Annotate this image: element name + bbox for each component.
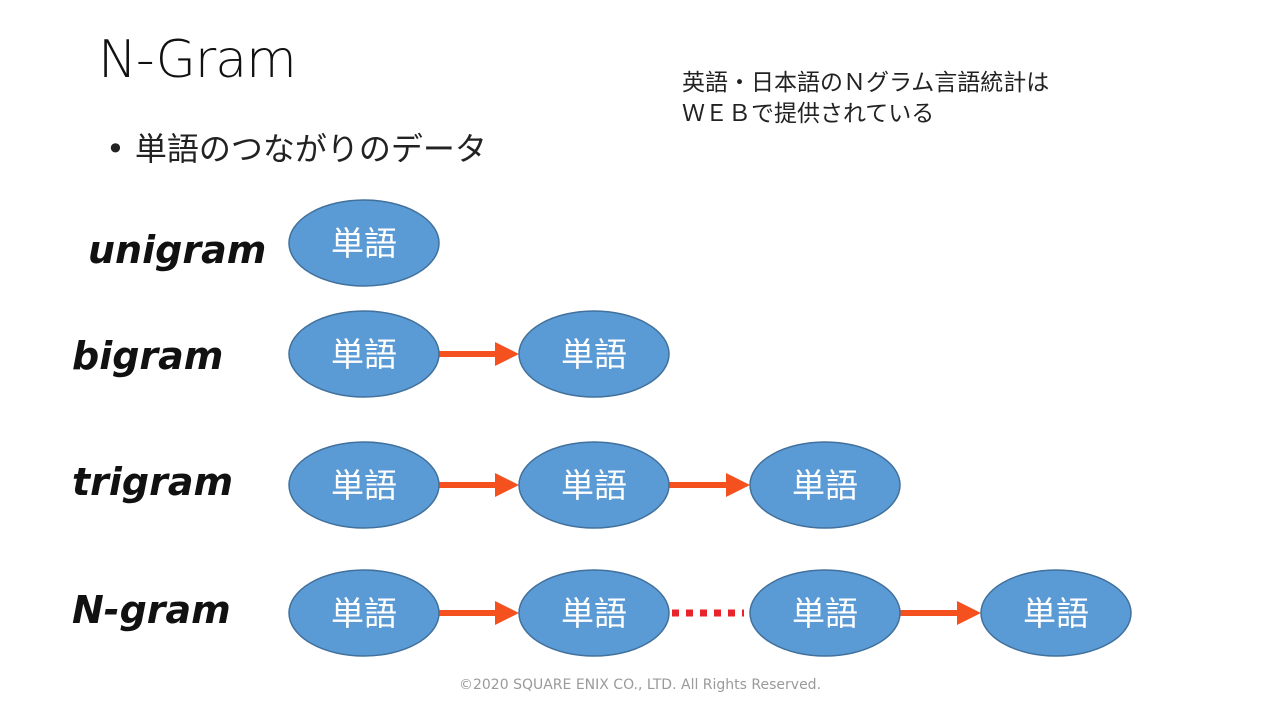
row-label-trigram: trigram <box>72 460 234 504</box>
word-node-label: 単語 <box>331 594 397 633</box>
word-node: 単語 <box>749 569 901 657</box>
word-node: 単語 <box>749 441 901 529</box>
arrow-head-icon <box>495 342 519 366</box>
word-node-shape <box>288 569 440 657</box>
word-node-label: 単語 <box>561 466 627 505</box>
word-node-shape <box>518 310 670 398</box>
word-node-shape <box>749 441 901 529</box>
word-node: 単語 <box>288 441 440 529</box>
word-node-shape <box>518 569 670 657</box>
word-node: 単語 <box>518 441 670 529</box>
word-node-label: 単語 <box>561 594 627 633</box>
word-node-shape <box>288 441 440 529</box>
arrow-head-icon <box>726 473 750 497</box>
word-node-label: 単語 <box>331 335 397 374</box>
row-label-bigram: bigram <box>72 334 224 378</box>
word-node: 単語 <box>288 569 440 657</box>
word-node-label: 単語 <box>561 335 627 374</box>
note-line-1: 英語・日本語のＮグラム言語統計は <box>682 70 1050 96</box>
note-text: 英語・日本語のＮグラム言語統計は ＷＥＢで提供されている <box>682 68 1049 130</box>
word-node-shape <box>288 310 440 398</box>
bullet-icon: • <box>106 130 125 168</box>
word-node-label: 単語 <box>331 466 397 505</box>
arrow-head-icon <box>495 473 519 497</box>
copyright-footer: ©2020 SQUARE ENIX CO., LTD. All Rights R… <box>458 677 822 693</box>
word-node: 単語 <box>518 569 670 657</box>
arrow-head-icon <box>957 601 981 625</box>
word-node: 単語 <box>518 310 670 398</box>
bullet-text: 単語のつながりのデータ <box>134 130 487 168</box>
word-node-label: 単語 <box>792 594 858 633</box>
word-node-label: 単語 <box>1023 594 1089 633</box>
row-label-ngram: N-gram <box>72 588 231 632</box>
bullet-point: •単語のつながりのデータ <box>106 124 487 170</box>
word-node-shape <box>749 569 901 657</box>
row-label-unigram: unigram <box>88 228 267 272</box>
slide-title: N-Gram <box>98 30 297 90</box>
word-node: 単語 <box>288 310 440 398</box>
word-node: 単語 <box>980 569 1132 657</box>
word-node: 単語 <box>288 199 440 287</box>
word-node-shape <box>518 441 670 529</box>
note-line-2: ＷＥＢで提供されている <box>682 101 935 127</box>
word-node-shape <box>980 569 1132 657</box>
word-node-label: 単語 <box>331 224 397 263</box>
word-node-shape <box>288 199 440 287</box>
arrow-head-icon <box>495 601 519 625</box>
word-node-label: 単語 <box>792 466 858 505</box>
